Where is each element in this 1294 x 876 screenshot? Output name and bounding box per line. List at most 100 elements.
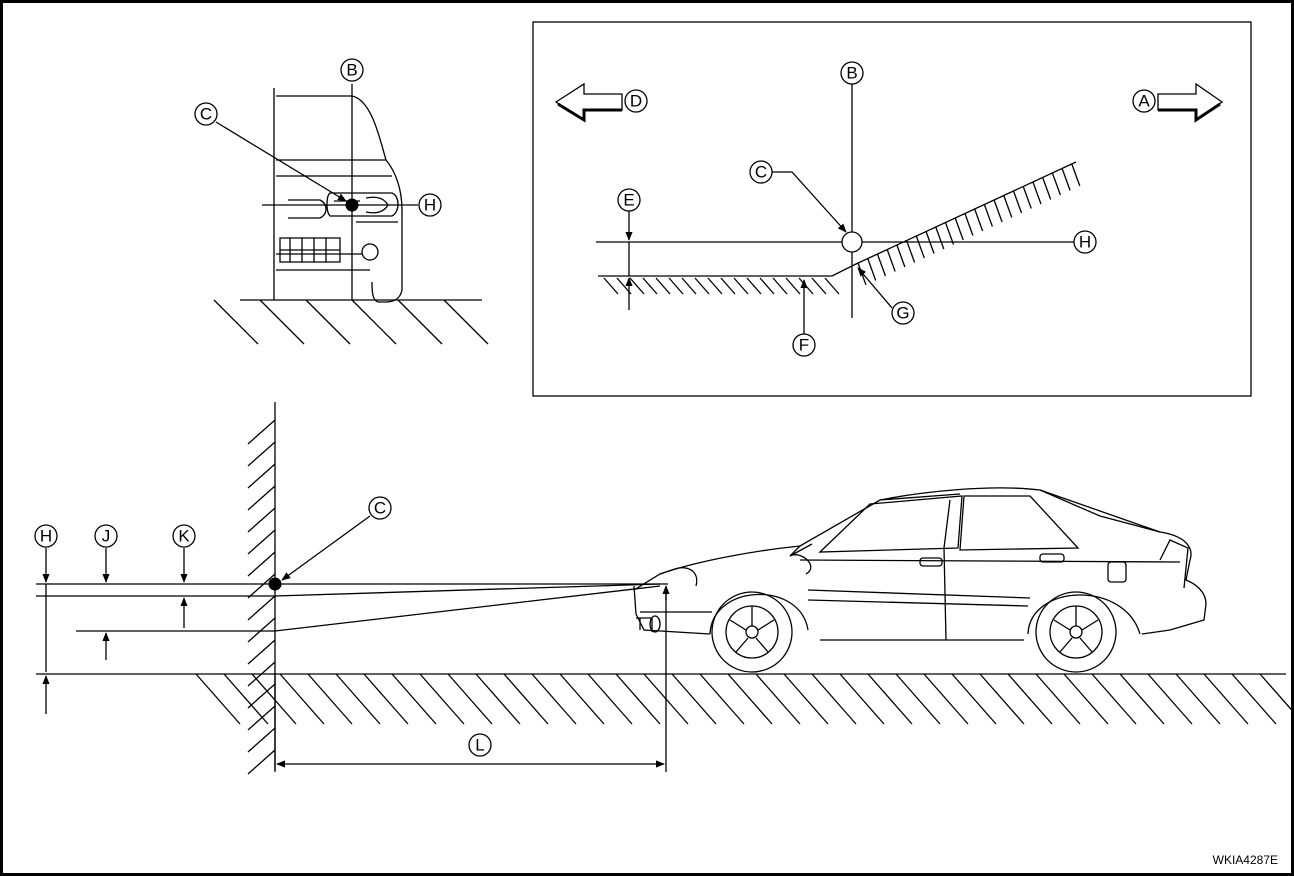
hatch-line [503, 673, 549, 725]
hatch-line [727, 673, 773, 725]
hatch-line [247, 639, 276, 665]
hatch-line [475, 673, 521, 725]
arrow-d [554, 82, 623, 123]
hatch-line [305, 299, 351, 345]
label-h-side-text: H [40, 527, 52, 546]
label-j: J [94, 524, 118, 548]
label-h-front: H [418, 193, 442, 217]
hatch-line [247, 617, 276, 643]
hatch-line [707, 277, 723, 295]
hatch-line [867, 258, 877, 281]
side-view [36, 402, 1294, 775]
front-vehicle-outline [276, 95, 403, 303]
arrow-a [1157, 82, 1224, 123]
label-l-text: L [475, 736, 484, 755]
hatch-line [351, 299, 397, 345]
hatch-line [247, 705, 276, 731]
hatch-line [391, 673, 437, 725]
hatch-line [993, 199, 1003, 223]
hatch-line [247, 749, 276, 775]
hatch-line [247, 595, 276, 621]
hatch-line [247, 551, 276, 577]
inset-pattern [596, 84, 1081, 334]
label-d: D [624, 89, 648, 113]
hatch-line [587, 673, 633, 725]
hatch-line [603, 277, 619, 295]
hatch-line [857, 262, 867, 286]
hatch-line [247, 573, 276, 599]
hatch-line [681, 277, 697, 295]
label-c-inset-text: C [755, 163, 767, 182]
hatch-line [531, 673, 577, 725]
front-c-leader [215, 121, 347, 202]
hatch-line [1003, 195, 1013, 218]
label-e-text: E [623, 191, 634, 210]
label-a: A [1132, 89, 1156, 113]
hatch-line [798, 277, 814, 295]
hatch-line [279, 673, 325, 725]
beam-line-lower [274, 585, 661, 632]
side-c-leader [281, 515, 371, 581]
hatch-line [1071, 163, 1081, 187]
label-e: E [617, 188, 641, 212]
car-side-outline [633, 487, 1207, 641]
hatch-line [811, 277, 827, 295]
label-b-inset-text: B [846, 64, 857, 83]
hatch-line [668, 277, 684, 295]
hatch-line [886, 249, 896, 272]
hatch-line [811, 673, 857, 725]
label-l: L [468, 733, 492, 757]
hatch-line [876, 253, 887, 277]
hatch-line [935, 226, 945, 250]
hatch-line [772, 277, 788, 295]
hatch-line [954, 217, 964, 241]
hatch-line [223, 673, 269, 725]
hatch-line [251, 673, 297, 725]
front-view [213, 84, 489, 345]
screen-wall-hatch [247, 419, 276, 775]
hatch-line [783, 673, 829, 725]
hatch-line [1032, 181, 1042, 205]
label-j-text: J [102, 527, 111, 546]
hatch-line [1061, 168, 1071, 191]
label-b-front: B [340, 58, 364, 82]
hatch-line [335, 673, 381, 725]
front-ground-hatch [213, 299, 489, 345]
hatch-line [1091, 673, 1137, 725]
hatch-line [895, 673, 941, 725]
hatch-line [1035, 673, 1081, 725]
cutoff-line [598, 161, 1077, 277]
hatch-line [247, 485, 276, 511]
cutoff-hatch [603, 163, 1081, 295]
hatch-line [925, 231, 935, 254]
label-h-side: H [34, 524, 58, 548]
label-c-front-text: C [200, 105, 212, 124]
inset-aim-point [841, 231, 863, 253]
hatch-line [259, 299, 305, 345]
hatch-line [951, 673, 997, 725]
label-f: F [792, 333, 816, 357]
hatch-line [867, 673, 913, 725]
hatch-line [839, 673, 885, 725]
label-c-front: C [194, 102, 218, 126]
hatch-line [213, 299, 259, 345]
hatch-line [785, 277, 801, 295]
inset-c-leader [772, 171, 847, 233]
hatch-line [905, 240, 916, 263]
inset-frame [532, 21, 1252, 397]
hatch-line [247, 661, 276, 687]
side-ground-hatch [195, 673, 1294, 725]
hatch-line [1042, 177, 1052, 200]
hatch-line [247, 529, 276, 555]
hatch-line [419, 673, 465, 725]
hatch-line [247, 727, 276, 753]
hatch-line [629, 277, 645, 295]
hatch-line [247, 419, 276, 445]
hatch-line [1119, 673, 1165, 725]
hatch-line [363, 673, 409, 725]
hatch-line [671, 673, 717, 725]
label-g-text: G [896, 304, 909, 323]
hatch-line [964, 213, 974, 236]
